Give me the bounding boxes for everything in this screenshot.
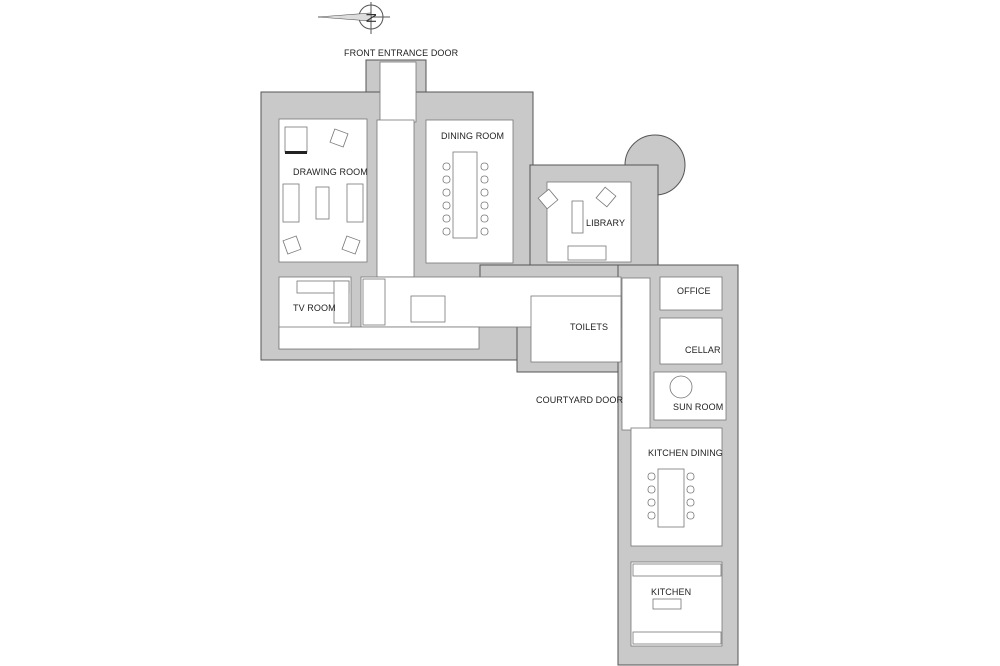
dining-room xyxy=(425,119,514,264)
label-drawing-room: DRAWING ROOM xyxy=(293,167,368,177)
piano xyxy=(284,126,308,153)
label-library: LIBRARY xyxy=(586,218,626,228)
library-sofa xyxy=(567,245,607,261)
dining-table xyxy=(452,151,478,239)
toilets-room xyxy=(530,295,622,363)
coffee-table xyxy=(315,186,330,220)
entrance-hall xyxy=(376,119,415,278)
furniture xyxy=(282,126,722,645)
armchair xyxy=(282,235,302,255)
label-office: OFFICE xyxy=(677,286,711,296)
label-tv-room: TV ROOM xyxy=(293,303,336,313)
label-toilets: TOILETS xyxy=(570,322,609,332)
office-room xyxy=(659,276,723,311)
hall-cabinet xyxy=(410,295,446,323)
label-kitchen: KITCHEN xyxy=(651,587,692,597)
label-sun-room: SUN ROOM xyxy=(673,402,724,412)
kitchen-counter xyxy=(632,631,722,645)
dining-chairs xyxy=(442,162,489,236)
lower-corridor xyxy=(278,326,480,350)
compass-icon: N xyxy=(317,2,390,34)
label-courtyard-door: COURTYARD DOOR xyxy=(536,395,624,405)
entrance-porch xyxy=(379,61,417,123)
label-dining-room: DINING ROOM xyxy=(441,131,505,141)
label-kitchen-dining: KITCHEN DINING xyxy=(648,448,723,458)
sofa xyxy=(282,183,300,223)
kitchen-counter xyxy=(632,563,722,577)
label-front-entrance-door: FRONT ENTRANCE DOOR xyxy=(344,48,459,58)
stairs xyxy=(362,278,386,326)
armchair xyxy=(341,235,361,255)
kitchen-dining-chairs xyxy=(647,472,695,520)
sun-room xyxy=(653,371,727,421)
tv-sofa xyxy=(333,280,350,324)
kitchen-dining-table xyxy=(657,468,685,528)
svg-text:N: N xyxy=(363,13,379,23)
spiral-stair xyxy=(669,375,693,399)
service-corridor xyxy=(621,277,651,431)
armchair xyxy=(537,188,559,210)
label-cellar: CELLAR xyxy=(685,345,721,355)
armchair xyxy=(595,186,617,208)
kitchen-island xyxy=(652,598,682,610)
sofa xyxy=(346,183,364,223)
library-table xyxy=(571,200,584,234)
armchair xyxy=(329,128,349,148)
cellar-room xyxy=(659,317,723,365)
